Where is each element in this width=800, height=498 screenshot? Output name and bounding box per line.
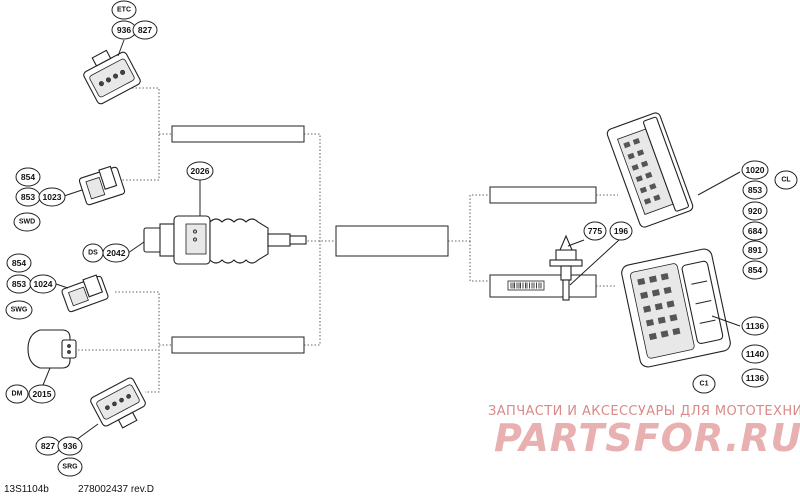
callout-srg: SRG	[57, 457, 83, 477]
callout-swg: SWG	[5, 300, 33, 320]
callout-853-a: 853	[15, 187, 41, 207]
harness-label-box-lower-left	[171, 336, 305, 354]
callout-936-bot: 936	[57, 436, 83, 456]
svg-text:920: 920	[748, 206, 762, 216]
callout-853-b: 853	[6, 274, 32, 294]
callout-ds: DS	[82, 243, 104, 263]
callout-etc: ETC	[111, 0, 137, 20]
svg-text:936: 936	[117, 25, 131, 35]
svg-text:1023: 1023	[43, 192, 62, 202]
callout-1024: 1024	[29, 274, 57, 294]
svg-text:DM: DM	[12, 391, 23, 398]
c1-connector	[621, 248, 731, 368]
svg-text:853: 853	[12, 279, 26, 289]
callout-827-bot: 827	[35, 436, 61, 456]
svg-text:1136: 1136	[746, 321, 765, 331]
etc-connector	[83, 49, 141, 105]
pressure-sensor	[549, 234, 583, 301]
cl-connector	[606, 112, 694, 228]
callout-854-c: 854	[742, 260, 768, 280]
dotted-harness-lines	[78, 87, 618, 393]
svg-text:o: o	[193, 229, 197, 236]
swd-connector	[78, 165, 126, 206]
svg-text:SWD: SWD	[19, 219, 35, 226]
svg-text:SWG: SWG	[11, 307, 28, 314]
svg-text:684: 684	[748, 226, 762, 236]
svg-text:827: 827	[138, 25, 152, 35]
watermark-caption: ЗАПЧАСТИ И АКСЕССУАРЫ ДЛЯ МОТОТЕХНИКИ	[488, 404, 800, 419]
barcode-label	[507, 280, 545, 291]
svg-text:CL: CL	[781, 177, 791, 184]
callout-684: 684	[742, 221, 768, 241]
svg-text:o: o	[193, 237, 197, 244]
callout-1136-b: 1136	[741, 368, 769, 388]
callout-827-top: 827	[132, 20, 158, 40]
callout-891: 891	[742, 240, 768, 260]
svg-text:1024: 1024	[34, 279, 53, 289]
svg-text:196: 196	[614, 226, 628, 236]
svg-text:827: 827	[41, 441, 55, 451]
svg-text:854: 854	[12, 258, 26, 268]
callout-196: 196	[609, 221, 633, 241]
svg-text:775: 775	[588, 226, 602, 236]
svg-text:2015: 2015	[33, 389, 52, 399]
callout-1023: 1023	[38, 187, 66, 207]
svg-text:853: 853	[748, 185, 762, 195]
callout-854-a: 854	[15, 167, 41, 187]
callout-936-top: 936	[111, 20, 137, 40]
svg-text:854: 854	[748, 265, 762, 275]
svg-text:DS: DS	[88, 250, 98, 257]
svg-text:2042: 2042	[107, 248, 126, 258]
harness-label-box-upper-left	[171, 125, 305, 143]
svg-text:2026: 2026	[191, 166, 210, 176]
callout-dm: DM	[5, 384, 29, 404]
svg-text:854: 854	[21, 172, 35, 182]
callout-2026: 2026	[186, 161, 214, 181]
svg-text:853: 853	[21, 192, 35, 202]
figure-id: 13S1104b	[4, 484, 49, 495]
callout-c1: C1	[692, 374, 716, 394]
harness-label-box-center	[335, 225, 449, 257]
harness-label-box-upper-right	[489, 186, 597, 204]
srg-connector	[90, 377, 146, 429]
speed-sensor-assembly: o o	[143, 215, 307, 265]
callout-2042: 2042	[102, 243, 130, 263]
svg-text:1020: 1020	[746, 165, 765, 175]
watermark-brand: PARTSFOR.RU	[494, 416, 800, 460]
callout-1140: 1140	[741, 344, 769, 364]
svg-text:1140: 1140	[746, 349, 765, 359]
callout-775: 775	[583, 221, 607, 241]
part-number: 278002437 rev.D	[78, 484, 154, 495]
callout-853-c: 853	[742, 180, 768, 200]
callout-swd: SWD	[13, 212, 41, 232]
callout-854-b: 854	[6, 253, 32, 273]
svg-text:C1: C1	[700, 381, 709, 388]
callout-920: 920	[742, 201, 768, 221]
callout-2015: 2015	[28, 384, 56, 404]
svg-text:936: 936	[63, 441, 77, 451]
callout-1136-a: 1136	[741, 316, 769, 336]
svg-text:ETC: ETC	[117, 7, 131, 14]
svg-text:891: 891	[748, 245, 762, 255]
svg-text:1136: 1136	[746, 373, 765, 383]
svg-text:SRG: SRG	[62, 464, 78, 471]
callout-cl: CL	[774, 170, 798, 190]
swg-connector	[61, 274, 109, 313]
callout-1020: 1020	[741, 160, 769, 180]
dm-module	[27, 329, 77, 369]
